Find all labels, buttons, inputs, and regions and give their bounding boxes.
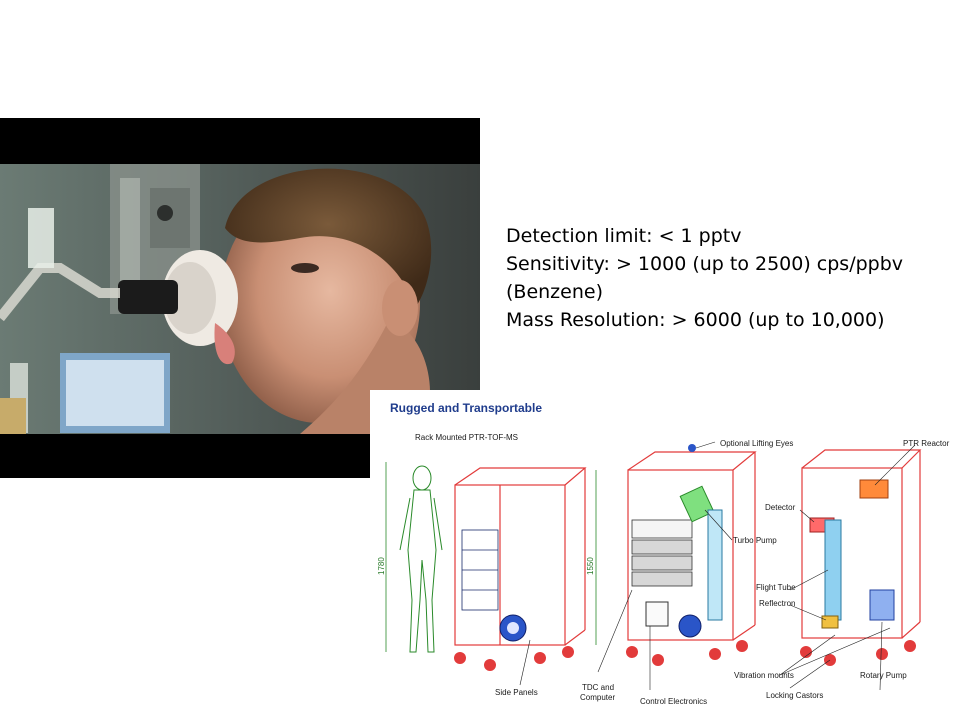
ptr-reactor-label: PTR Reactor — [903, 439, 950, 448]
person-silhouette — [399, 465, 443, 653]
turbo-pump-rack2 — [679, 485, 723, 621]
turbo-pump-label: Turbo Pump — [733, 536, 777, 545]
side-panels-label: Side Panels — [495, 688, 538, 697]
reflectron — [821, 615, 839, 629]
rotary-pump-label: Rotary Pump — [860, 671, 907, 680]
rack-ms-frame — [801, 449, 922, 639]
diagram-subtitle: Rack Mounted PTR-TOF-MS — [415, 433, 518, 442]
rack-side-panels — [454, 467, 587, 646]
ptr-reactor — [859, 479, 889, 499]
rack-side-panels-fill — [461, 529, 499, 611]
person-height-label: 1780 — [377, 557, 386, 575]
tdc-label-line1: TDC and — [582, 683, 614, 692]
control-electronics-label: Control Electronics — [640, 697, 707, 706]
flight-tube-label: Flight Tube — [756, 583, 796, 592]
lifting-eye — [688, 444, 696, 452]
castors-rack3 — [800, 640, 916, 666]
rotary-pump-rack1 — [499, 614, 527, 642]
reflectron-label: Reflectron — [759, 599, 795, 608]
optional-lifting-eyes-label: Optional Lifting Eyes — [720, 439, 793, 448]
vibration-mounts-label: Vibration mounts — [734, 671, 794, 680]
diagram-title: Rugged and Transportable — [390, 401, 542, 415]
rack-mounted-instrument-diagram: Rugged and Transportable Rack Mounted PT… — [370, 390, 960, 720]
electronics-stack — [631, 519, 693, 587]
tdc-label-line2: Computer — [580, 693, 615, 702]
rack-internals-frame — [627, 451, 757, 641]
rack-height-label: 1550 — [586, 557, 595, 575]
sensitivity-compound-line: (Benzene) — [506, 281, 603, 303]
specifications-text: Detection limit: < 1 pptv Sensitivity: >… — [506, 222, 946, 334]
locking-castors-label: Locking Castors — [766, 691, 823, 700]
sensitivity-line: Sensitivity: > 1000 (up to 2500) cps/ppb… — [506, 253, 904, 275]
castors-rack2 — [626, 640, 748, 666]
rotary-pump-rack3 — [869, 589, 895, 621]
castors-rack1 — [454, 646, 574, 671]
detector-label: Detector — [765, 503, 796, 512]
rotary-pump-rack2 — [645, 601, 702, 638]
mass-resolution-line: Mass Resolution: > 6000 (up to 10,000) — [506, 309, 885, 331]
detection-limit-line: Detection limit: < 1 pptv — [506, 225, 742, 247]
leader-lines — [519, 441, 916, 691]
